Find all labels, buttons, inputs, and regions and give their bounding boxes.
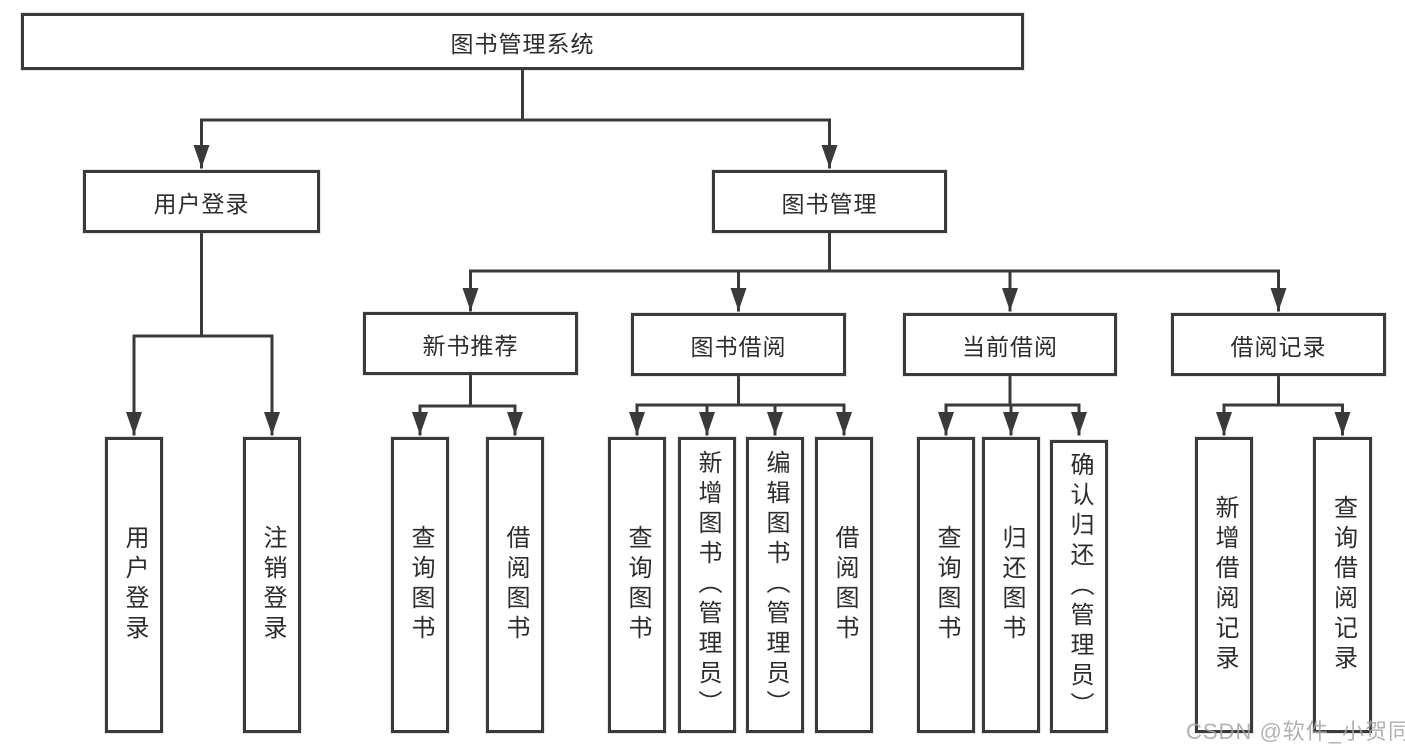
leaf-label: 确认归还（管理员） bbox=[1066, 451, 1093, 722]
node-label: 图书管理系统 bbox=[450, 30, 595, 57]
node-library-management-system: 图书管理系统 bbox=[21, 13, 1024, 70]
leaf-label: 借阅图书 bbox=[502, 525, 529, 645]
node-new-book-recommend: 新书推荐 bbox=[363, 312, 578, 375]
node-current-borrow: 当前借阅 bbox=[903, 313, 1117, 376]
leaf-label: 借阅图书 bbox=[831, 525, 858, 645]
leaf-user-login: 用户登录 bbox=[105, 437, 163, 733]
leaf-label: 归还图书 bbox=[998, 525, 1025, 645]
leaf-query-borrow-record: 查询借阅记录 bbox=[1313, 437, 1372, 733]
leaf-borrow-query-books: 查询图书 bbox=[608, 437, 666, 733]
node-label: 图书借阅 bbox=[690, 333, 787, 360]
leaf-current-query-books: 查询图书 bbox=[917, 437, 975, 733]
leaf-label: 新增借阅记录 bbox=[1211, 495, 1238, 675]
leaf-recommend-query-books: 查询图书 bbox=[391, 437, 449, 733]
leaf-label: 编辑图书（管理员） bbox=[762, 450, 789, 720]
leaf-confirm-return-admin: 确认归还（管理员） bbox=[1050, 440, 1108, 733]
node-book-management: 图书管理 bbox=[712, 170, 947, 233]
node-book-borrow: 图书借阅 bbox=[631, 313, 846, 376]
leaf-label: 查询图书 bbox=[933, 525, 960, 645]
leaf-label: 查询借阅记录 bbox=[1329, 495, 1357, 675]
leaf-return-books: 归还图书 bbox=[982, 437, 1040, 733]
watermark: CSDN @软件_小贺同学 bbox=[1186, 719, 1405, 744]
leaf-label: 新增图书（管理员） bbox=[694, 450, 721, 720]
leaf-label: 注销登录 bbox=[259, 525, 286, 645]
leaf-add-books-admin: 新增图书（管理员） bbox=[678, 437, 736, 733]
node-label: 用户登录 bbox=[153, 190, 250, 217]
leaf-recommend-borrow-books: 借阅图书 bbox=[486, 437, 544, 733]
node-label: 当前借阅 bbox=[962, 333, 1058, 360]
leaf-label: 查询图书 bbox=[624, 525, 651, 645]
node-label: 新书推荐 bbox=[422, 332, 519, 359]
leaf-add-borrow-record: 新增借阅记录 bbox=[1195, 437, 1253, 733]
node-borrow-record: 借阅记录 bbox=[1171, 313, 1386, 376]
leaf-borrow-books: 借阅图书 bbox=[815, 437, 873, 733]
leaf-label: 查询图书 bbox=[407, 525, 434, 645]
node-label: 借阅记录 bbox=[1230, 333, 1327, 360]
node-label: 图书管理 bbox=[781, 190, 878, 217]
leaf-edit-books-admin: 编辑图书（管理员） bbox=[746, 437, 804, 733]
leaf-label: 用户登录 bbox=[121, 525, 148, 645]
leaf-logout: 注销登录 bbox=[243, 437, 301, 733]
node-user-login: 用户登录 bbox=[83, 170, 320, 233]
